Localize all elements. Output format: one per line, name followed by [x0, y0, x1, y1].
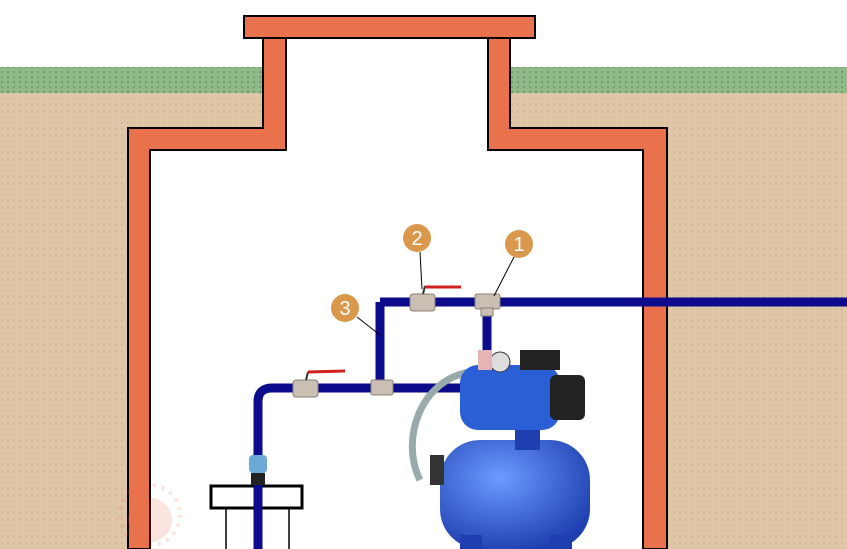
leader-lines — [356, 251, 515, 336]
marker-2: 2 — [403, 224, 431, 252]
pipe-coupling — [249, 455, 267, 473]
flexible-hose — [408, 368, 471, 482]
marker-3-label: 3 — [339, 298, 350, 320]
marker-3: 3 — [331, 294, 359, 322]
coupling-nut — [251, 473, 265, 485]
ball-valve-inlet — [292, 369, 346, 398]
tee-fitting-3 — [370, 379, 394, 396]
manhole-lid — [243, 15, 536, 39]
marker-2-label: 2 — [411, 228, 422, 250]
marker-1-label: 1 — [513, 234, 524, 256]
chamber-wall — [127, 37, 668, 549]
tee-fitting-1 — [474, 293, 501, 317]
marker-1: 1 — [505, 230, 533, 258]
ball-valve-2 — [409, 285, 461, 312]
sky — [0, 0, 847, 67]
watermark-logo — [118, 483, 182, 547]
water-pump — [430, 350, 590, 549]
